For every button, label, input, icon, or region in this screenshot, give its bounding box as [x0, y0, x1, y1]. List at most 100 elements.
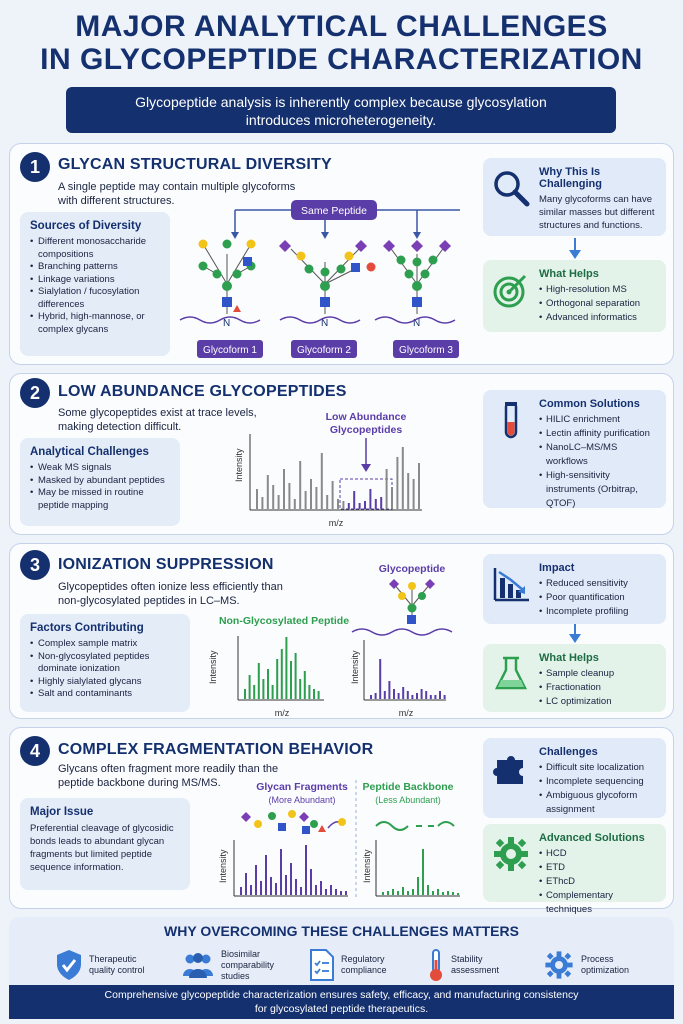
spectrum-peak: [295, 879, 297, 895]
spectrum-peak: [310, 479, 312, 509]
spectrum-peak: [277, 495, 280, 509]
spectrum-peak: [290, 863, 292, 895]
box-title: Sources of Diversity: [30, 220, 142, 232]
spectrum-peak: [245, 873, 247, 895]
spectrum-peak: [250, 885, 252, 895]
spectrum-peak: [330, 885, 332, 895]
backbone-title: Peptide Backbone: [362, 781, 453, 793]
spectrum-peak: [345, 891, 347, 895]
section-number: 3: [20, 550, 50, 580]
list-item: Incomplete profiling: [539, 605, 658, 619]
gear-icon: [545, 951, 573, 979]
spectrum-peak: [265, 855, 267, 895]
spectrum-peak: [406, 691, 409, 699]
spectrum-peak: [457, 893, 459, 895]
spectrum-peak: [383, 691, 386, 699]
list-item: ETD: [539, 861, 658, 875]
asparagine-label: N: [413, 318, 420, 329]
fragmentation-spectra: Glycan Fragments (More Abundant) Peptide…: [218, 780, 460, 900]
spectrum-peak: [370, 695, 372, 699]
desc-line: peptide backbone during MS/MS.: [58, 777, 221, 789]
major-issue-box: Major Issue Preferential cleavage of gly…: [20, 798, 190, 890]
section-title: LOW ABUNDANCE GLYCOPEPTIDES: [58, 383, 347, 400]
spectrum-peak: [303, 671, 306, 699]
spectrum-peak: [325, 889, 327, 895]
glycopeptide-label: Glycopeptide: [379, 563, 446, 575]
box-title: What Helps: [539, 268, 599, 280]
spectrum-peak: [283, 469, 285, 509]
puzzle-icon: [493, 756, 523, 784]
glycoform-diagram: Same Peptide N: [179, 200, 460, 358]
sources-of-diversity-box: Sources of Diversity Different monosacch…: [20, 212, 170, 356]
desc-line: Glycans often fragment more readily than…: [58, 763, 279, 775]
spectrum-peak: [442, 892, 444, 895]
advanced-solutions-box: Advanced Solutions HCD ETD EThcD Complem…: [483, 824, 666, 915]
chart-label: Glycopeptides: [330, 424, 403, 436]
list-item: EThcD: [539, 875, 658, 889]
spectrum-peak: [396, 457, 399, 509]
list-item: NanoLC–MS/MS workflows: [539, 441, 658, 469]
spectrum-peak: [240, 887, 242, 895]
spectrum-peak: [342, 501, 345, 509]
x-axis-label: m/z: [329, 518, 344, 528]
glycoform-label: Glycoform 2: [297, 345, 351, 356]
target-icon: [493, 274, 527, 308]
spectrum-peak: [380, 497, 383, 509]
what-helps-box: What Helps High-resolution MS Orthogonal…: [483, 260, 666, 332]
list-item: Advanced informatics: [539, 311, 658, 325]
spectrum-peak: [253, 685, 256, 699]
flask-icon: [494, 656, 528, 690]
list-item: High-sensitivity instruments (Orbitrap, …: [539, 469, 658, 511]
list-item: Linkage variations: [30, 274, 160, 287]
spectrum-peak: [275, 883, 277, 895]
spectrum-peak: [317, 691, 320, 699]
spectrum-peak: [261, 497, 264, 509]
list-item: Orthogonal separation: [539, 297, 658, 311]
subtitle-banner: Glycopeptide analysis is inherently comp…: [66, 87, 616, 133]
spectrum-peak: [401, 447, 404, 509]
common-solutions-box: Common Solutions HILIC enrichment Lectin…: [483, 390, 666, 511]
box-text: Many glycoforms can have similar masses …: [539, 194, 655, 231]
spectrum-peak: [300, 887, 302, 895]
glycoform-label: Glycoform 1: [203, 345, 257, 356]
box-title: Why This Is Challenging: [539, 166, 602, 190]
y-axis-label: Intensity: [234, 448, 244, 482]
box-title: Common Solutions: [539, 398, 640, 410]
why-challenging-box: Why This Is Challenging Many glycoforms …: [483, 158, 666, 236]
spectrum-peak: [353, 491, 356, 509]
list-item: LC optimization: [539, 695, 658, 709]
spectrum-peak: [411, 695, 414, 699]
spectrum-peak: [248, 675, 251, 699]
spectrum-peak: [412, 889, 414, 895]
y-axis-label: Intensity: [350, 650, 360, 684]
list-item: May be missed in routine peptide mapping: [30, 487, 170, 512]
ionization-spectra: Glycopeptide Non-Glycosylated Peptide In…: [208, 563, 453, 718]
spectrum-peak: [452, 892, 454, 895]
list-item: Lectin affinity purification: [539, 427, 658, 441]
spectrum-peak: [379, 659, 382, 699]
list-item: Difficult site localization: [539, 761, 658, 775]
title-line-2: IN GLYCOPEPTIDE CHARACTERIZATION: [40, 43, 643, 76]
glycan-fragments-subtitle: (More Abundant): [268, 795, 335, 805]
spectrum-peak: [425, 691, 428, 699]
non-glycosylated-label: Non-Glycosylated Peptide: [219, 615, 349, 627]
spectrum-peak: [374, 693, 377, 699]
magnifier-icon: [494, 171, 530, 207]
spectrum-peak: [308, 685, 311, 699]
spectrum-peak: [434, 695, 437, 699]
spectrum-peak: [320, 453, 323, 509]
spectrum-peak: [270, 877, 272, 895]
spectrum-peak: [397, 891, 399, 895]
helps-list: High-resolution MS Orthogonal separation…: [539, 283, 658, 325]
impact-list: Reduced sensitivity Poor quantification …: [539, 577, 658, 619]
spectrum-peak: [326, 495, 329, 509]
spectrum-peak: [262, 679, 265, 699]
box-title: Major Issue: [30, 806, 94, 818]
spectrum-peak: [385, 469, 388, 509]
spectrum-peak: [299, 461, 302, 509]
section-description: A single peptide may contain multiple gl…: [58, 180, 295, 208]
box-title: Factors Contributing: [30, 622, 144, 634]
